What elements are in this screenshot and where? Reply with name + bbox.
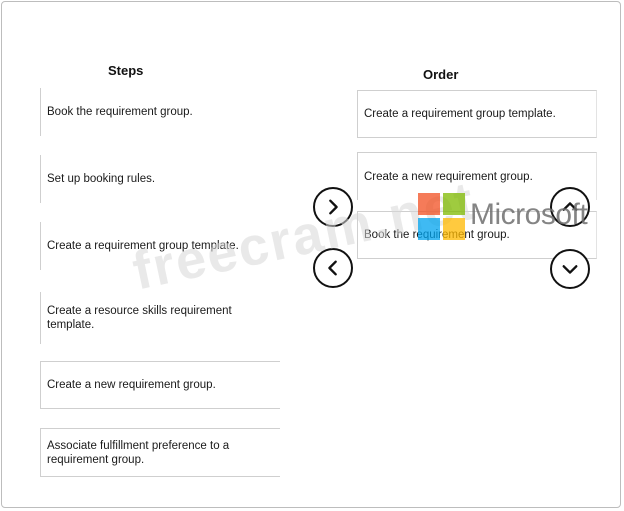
microsoft-logo-icon <box>418 193 466 241</box>
move-left-button[interactable] <box>313 248 353 288</box>
step-item[interactable]: Associate fulfillment preference to a re… <box>40 428 280 477</box>
step-item[interactable]: Create a requirement group template. <box>40 222 280 270</box>
step-item[interactable]: Create a resource skills requirement tem… <box>40 292 280 344</box>
move-up-button[interactable] <box>550 187 590 227</box>
step-label: Create a requirement group template. <box>47 240 239 252</box>
order-item[interactable]: Create a new requirement group. <box>357 152 597 200</box>
microsoft-watermark-text: Microsoft <box>470 198 588 231</box>
step-label: Create a resource skills requirement tem… <box>47 305 232 331</box>
step-item[interactable]: Set up booking rules. <box>40 155 280 203</box>
chevron-down-icon <box>562 265 578 274</box>
step-label: Create a new requirement group. <box>47 379 216 391</box>
chevron-left-icon <box>328 260 337 276</box>
order-label: Create a new requirement group. <box>364 170 533 183</box>
move-down-button[interactable] <box>550 249 590 289</box>
step-label: Book the requirement group. <box>47 106 193 118</box>
step-item[interactable]: Create a new requirement group. <box>40 361 280 409</box>
step-label: Set up booking rules. <box>47 173 156 185</box>
order-item[interactable]: Create a requirement group template. <box>357 90 597 138</box>
chevron-up-icon <box>562 202 578 211</box>
step-item[interactable]: Book the requirement group. <box>40 88 280 136</box>
steps-heading: Steps <box>108 63 144 78</box>
move-right-button[interactable] <box>313 187 353 227</box>
order-heading: Order <box>423 67 459 82</box>
order-label: Create a requirement group template. <box>364 108 556 120</box>
chevron-right-icon <box>329 199 338 215</box>
step-label: Associate fulfillment preference to a re… <box>47 439 230 466</box>
